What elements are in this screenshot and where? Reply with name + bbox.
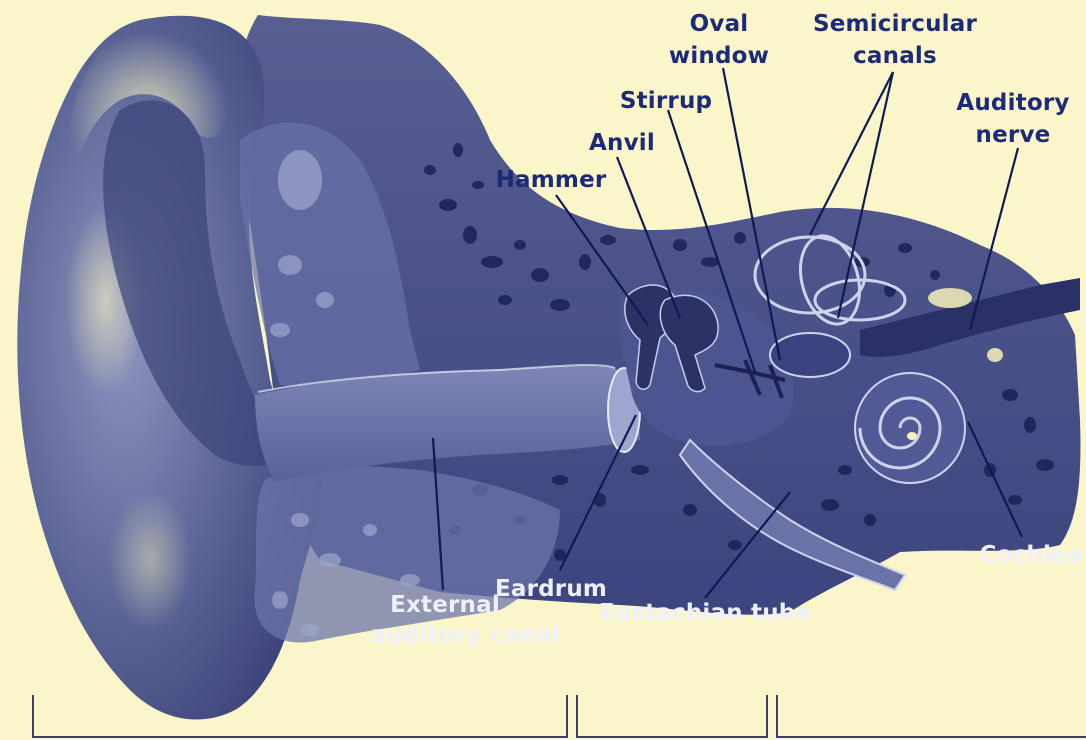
label-stirrup: Stirrup [620, 88, 712, 114]
label-auditory-nerve: Auditory [956, 90, 1069, 116]
label-semicircular-canals: Semicircular [813, 11, 977, 37]
label-hammer: Hammer [496, 167, 607, 193]
label-external-auditory-canal-2: auditory canal [370, 622, 559, 648]
label-external-auditory-canal: External [390, 592, 500, 618]
vestibule [770, 333, 850, 377]
label-semicircular-canals-2: canals [853, 43, 937, 69]
lobe-highlight [108, 490, 192, 630]
label-oval-window: Oval [690, 11, 749, 37]
label-eustachian-tube: Eustachian tube [599, 600, 812, 626]
label-cochlea: Cochlea [979, 542, 1082, 568]
label-auditory-nerve-2: nerve [976, 122, 1051, 148]
cochlea [855, 373, 965, 483]
label-anvil: Anvil [589, 130, 655, 156]
label-eardrum: Eardrum [495, 576, 607, 602]
nerve-highlight [928, 288, 972, 308]
nerve-highlight-2 [987, 348, 1003, 362]
label-oval-window-2: window [669, 43, 769, 69]
